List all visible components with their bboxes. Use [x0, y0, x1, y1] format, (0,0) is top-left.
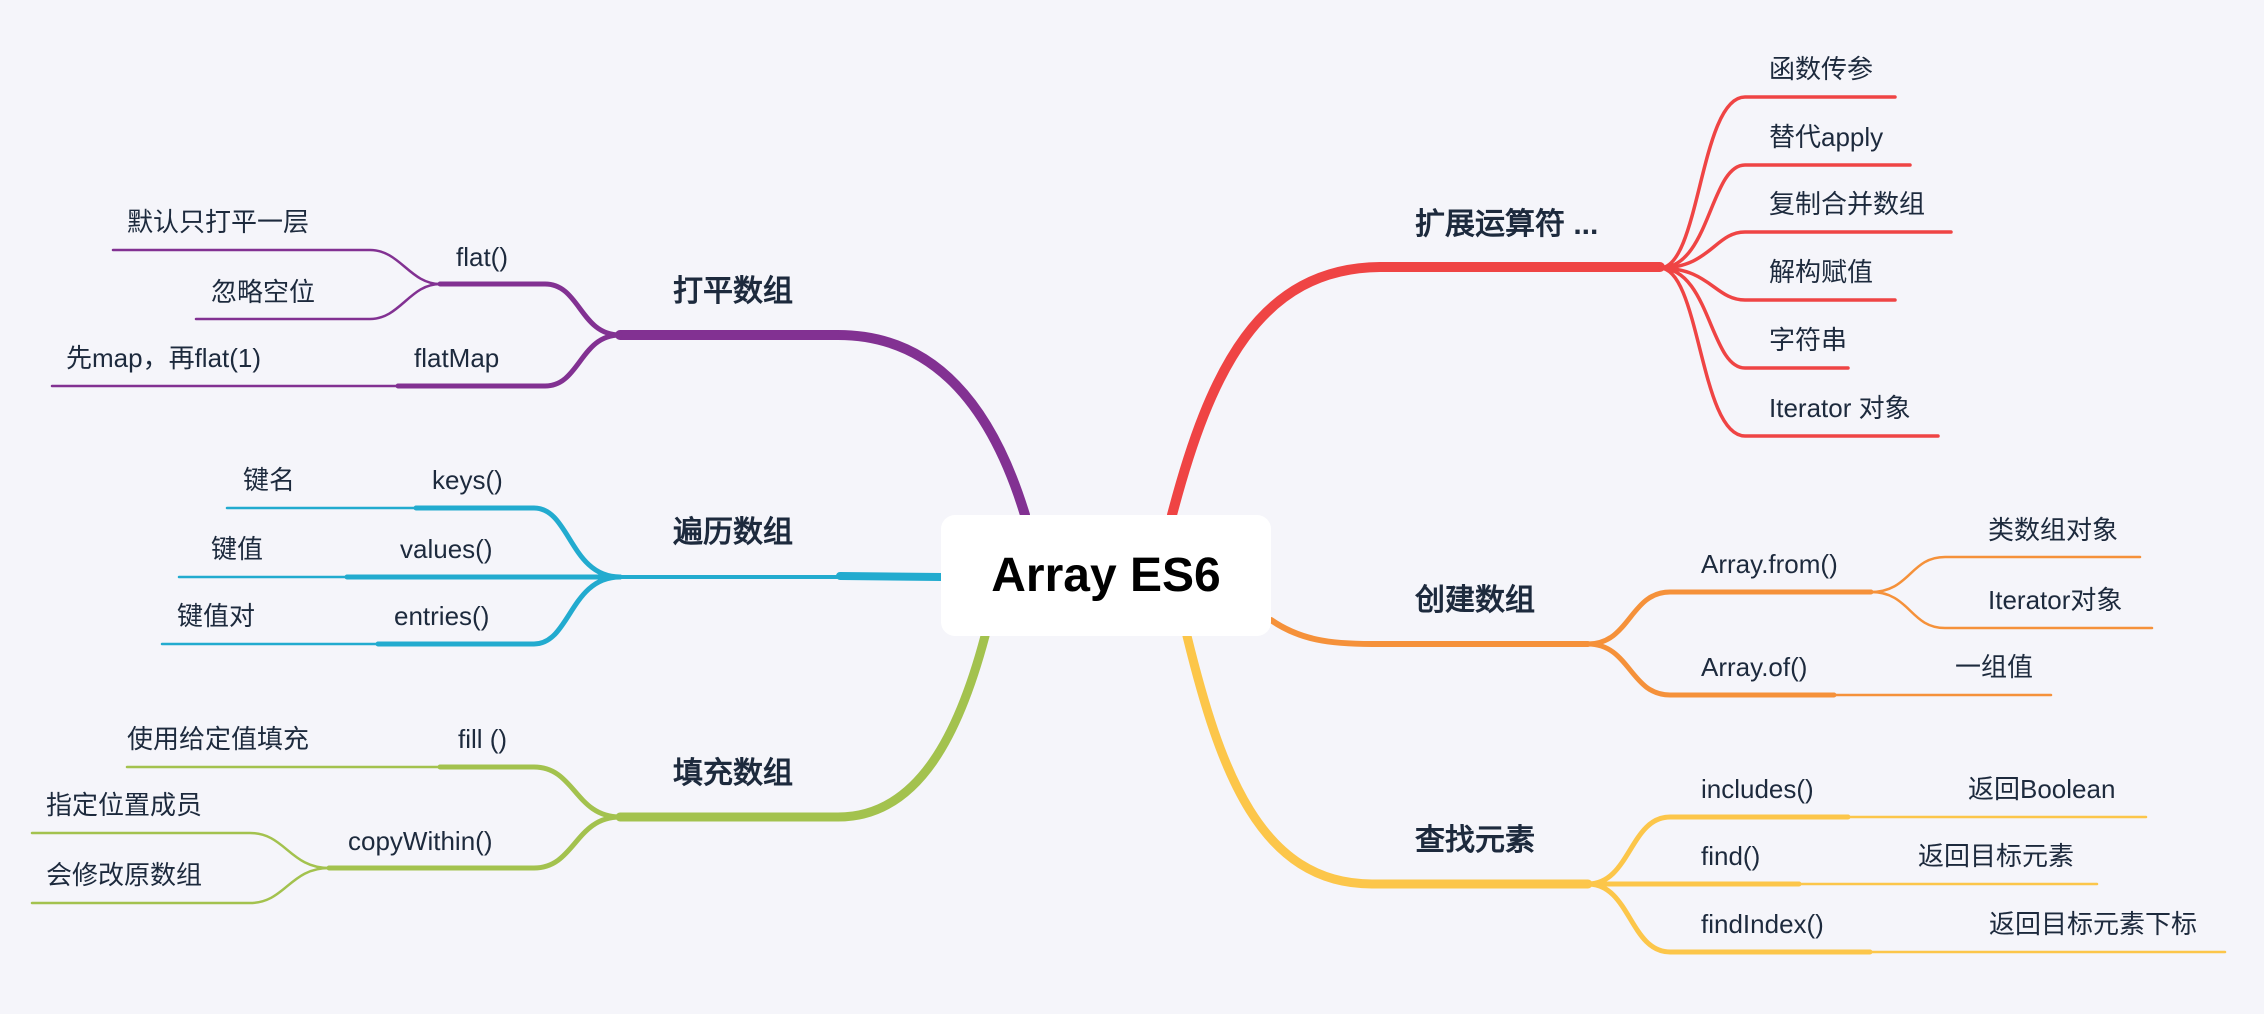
root-node[interactable]: Array ES6	[941, 515, 1271, 636]
subtopic-find[interactable]: find()	[1701, 841, 1761, 871]
subtopic-fill[interactable]: fill ()	[458, 724, 508, 754]
subtopic-includes[interactable]: includes()	[1701, 774, 1814, 804]
leaf-ignore-holes[interactable]: 忽略空位	[211, 277, 316, 307]
connector-find	[1182, 631, 2227, 955]
leaf-iterator-object[interactable]: Iterator 对象	[1769, 393, 1911, 423]
leaf-copy-merge[interactable]: 复制合并数组	[1769, 189, 1926, 219]
leaf-modifies-original[interactable]: 会修改原数组	[46, 860, 203, 890]
leaf-specified-members[interactable]: 指定位置成员	[46, 790, 203, 820]
root-label: Array ES6	[991, 549, 1221, 602]
leaf-function-args[interactable]: 函数传参	[1769, 54, 1874, 84]
leaf-replace-apply[interactable]: 替代apply	[1769, 122, 1884, 152]
subtopic-array-of[interactable]: Array.of()	[1701, 652, 1808, 682]
topic-create-array[interactable]: 创建数组	[1415, 584, 1535, 617]
leaf-default-one-level[interactable]: 默认只打平一层	[127, 207, 310, 237]
leaf-returns-boolean[interactable]: 返回Boolean	[1968, 774, 2116, 804]
subtopic-flatmap[interactable]: flatMap	[414, 343, 500, 373]
leaf-map-then-flat[interactable]: 先map，再flat(1)	[66, 343, 262, 373]
leaf-key-value[interactable]: 键值	[211, 534, 264, 564]
topic-fill-array[interactable]: 填充数组	[673, 757, 793, 790]
topic-spread-operator[interactable]: 扩展运算符 ...	[1415, 208, 1599, 241]
leaf-key-value-pair[interactable]: 键值对	[177, 601, 256, 631]
subtopic-array-from[interactable]: Array.from()	[1701, 549, 1838, 579]
leaf-iterator[interactable]: Iterator对象	[1988, 585, 2123, 615]
connector-create	[1268, 555, 2154, 698]
leaf-set-of-values[interactable]: 一组值	[1955, 652, 2034, 682]
connector-iterate	[160, 505, 945, 647]
topic-flatten-array[interactable]: 打平数组	[673, 275, 793, 308]
connector-spread	[1167, 95, 1953, 520]
subtopic-keys[interactable]: keys()	[432, 465, 503, 495]
subtopic-copywithin[interactable]: copyWithin()	[348, 826, 493, 856]
subtopic-flat[interactable]: flat()	[456, 242, 508, 272]
topic-iterate-array[interactable]: 遍历数组	[673, 516, 793, 549]
leaf-destructuring[interactable]: 解构赋值	[1769, 257, 1874, 287]
connector-fill	[30, 631, 990, 905]
leaf-key-name[interactable]: 键名	[243, 465, 296, 495]
leaf-fill-with-value[interactable]: 使用给定值填充	[127, 724, 310, 754]
subtopic-entries[interactable]: entries()	[394, 601, 490, 631]
topic-find-element[interactable]: 查找元素	[1415, 824, 1535, 857]
subtopic-find-index[interactable]: findIndex()	[1701, 909, 1824, 939]
connector-flat	[50, 248, 1030, 520]
subtopic-values[interactable]: values()	[400, 534, 493, 564]
leaf-array-like[interactable]: 类数组对象	[1988, 515, 2119, 545]
leaf-returns-index[interactable]: 返回目标元素下标	[1989, 909, 2198, 939]
leaf-returns-element[interactable]: 返回目标元素	[1918, 841, 2075, 871]
leaf-string[interactable]: 字符串	[1769, 325, 1848, 355]
